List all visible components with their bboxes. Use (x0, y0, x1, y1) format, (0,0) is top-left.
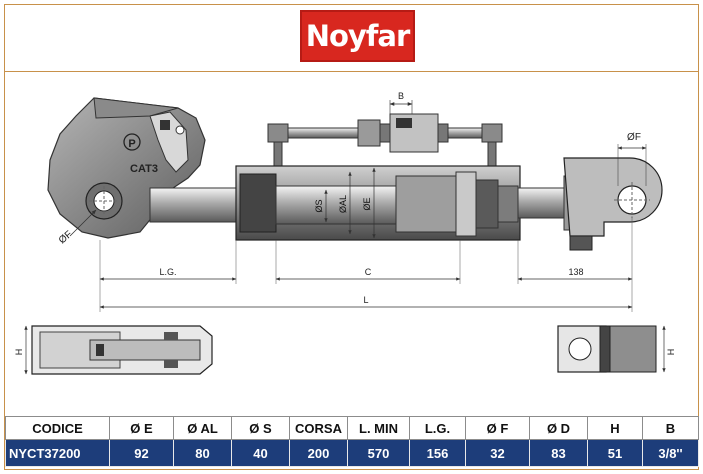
eye-plan-view: H (557, 325, 676, 373)
p-mark-label: P (128, 138, 135, 150)
cell-dia-e: 92 (109, 439, 174, 467)
header-dia-f: Ø F (465, 416, 530, 440)
cell-h: 51 (587, 439, 643, 467)
cell-dia-d: 83 (529, 439, 588, 467)
cell-b: 3/8'' (642, 439, 699, 467)
drawing-frame (4, 4, 699, 470)
h-left-label: H (14, 349, 24, 356)
d138-dimension-label: 138 (568, 267, 583, 277)
cell-dia-f: 32 (465, 439, 530, 467)
hook-plan-view: H (14, 325, 213, 375)
logo-text: Noyfar (305, 19, 411, 53)
cell-l-min: 570 (347, 439, 410, 467)
cell-dia-al: 80 (173, 439, 232, 467)
dia-s-label: ØS (314, 199, 324, 212)
h-right-label: H (666, 349, 676, 356)
lg-dimension-label: L.G. (159, 267, 176, 277)
cell-codice: NYCT37200 (5, 439, 110, 467)
b-dimension-label: B (398, 91, 404, 101)
header-dia-al: Ø AL (173, 416, 232, 440)
header-divider (4, 71, 699, 72)
header-l-min: L. MIN (347, 416, 410, 440)
header-dia-e: Ø E (109, 416, 174, 440)
spec-table: CODICE Ø E Ø AL Ø S CORSA L. MIN L.G. Ø … (5, 416, 699, 467)
eye-end: ØF (517, 132, 663, 251)
dimension-lines: L.G. C 138 L (99, 216, 633, 312)
cell-lg: 156 (409, 439, 466, 467)
dia-al-label: ØAL (338, 195, 348, 213)
header-dia-d: Ø D (529, 416, 588, 440)
cell-dia-s: 40 (231, 439, 290, 467)
dia-f-left-label: ØF (57, 229, 75, 246)
c-dimension-label: C (365, 267, 372, 277)
dia-e-label: ØE (362, 197, 372, 210)
header-lg: L.G. (409, 416, 466, 440)
hook-rod (149, 187, 243, 223)
header-dia-s: Ø S (231, 416, 290, 440)
spec-header-row: CODICE Ø E Ø AL Ø S CORSA L. MIN L.G. Ø … (5, 416, 699, 440)
cylinder-technical-drawing: P CAT3 ØF B (14, 91, 676, 375)
header-corsa: CORSA (289, 416, 348, 440)
l-dimension-label: L (363, 295, 368, 305)
header-h: H (587, 416, 643, 440)
top-adjuster: B (267, 91, 503, 167)
quick-hook-end: P CAT3 ØF (47, 97, 206, 246)
cylinder-barrel: ØS ØAL ØE (235, 165, 521, 241)
cat-label: CAT3 (130, 163, 158, 175)
table-row: NYCT37200 92 80 40 200 570 156 32 83 51 … (5, 439, 699, 467)
dia-f-right-label: ØF (627, 132, 641, 143)
header-codice: CODICE (5, 416, 110, 440)
cell-corsa: 200 (289, 439, 348, 467)
noyfar-logo: Noyfar (300, 10, 415, 62)
header-b: B (642, 416, 699, 440)
